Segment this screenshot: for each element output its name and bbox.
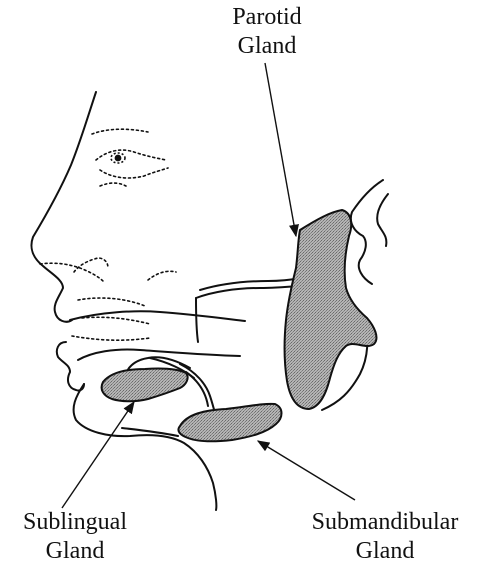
lower-lip-outline (57, 342, 84, 391)
sublingual-arrow (62, 402, 134, 508)
parotid-arrow (265, 63, 296, 236)
eyebrow-dotted (92, 129, 148, 134)
chin-jaw-outline (74, 384, 217, 510)
parotid-label-line2: Gland (212, 32, 322, 61)
eye-dotted-upper (96, 150, 166, 160)
parotid-gland-label: Parotid Gland (212, 3, 322, 61)
eye-dotted-lid (100, 183, 126, 186)
parotid-gland (285, 210, 377, 409)
ear-outline (351, 180, 383, 284)
sublingual-gland-label: Sublingual Gland (0, 508, 150, 566)
submandibular-gland-label: Submandibular Gland (290, 508, 480, 566)
submandibular-duct-2 (186, 372, 208, 406)
face-profile-outline (31, 92, 96, 322)
sublingual-label-line2: Gland (0, 537, 150, 566)
ear-inner (377, 194, 388, 246)
eye-pupil-icon (111, 153, 125, 163)
tongue-outline (78, 349, 240, 360)
submandibular-arrow (258, 441, 355, 500)
teeth-middle-dotted (82, 317, 150, 324)
cheek-dotted (148, 271, 176, 280)
teeth-upper-dotted (78, 298, 145, 306)
submandibular-label-line1: Submandibular (290, 508, 480, 537)
parotid-duct-end (196, 298, 198, 342)
nostril-dotted (74, 258, 108, 272)
teeth-lower-dotted (72, 336, 150, 340)
mouth-roof-line (70, 311, 245, 321)
submandibular-gland (178, 404, 281, 441)
parotid-label-line1: Parotid (212, 3, 322, 32)
eye-dotted-lower (100, 168, 168, 178)
sublingual-label-line1: Sublingual (0, 508, 150, 537)
sublingual-gland (102, 368, 188, 401)
submandibular-label-line2: Gland (290, 537, 480, 566)
